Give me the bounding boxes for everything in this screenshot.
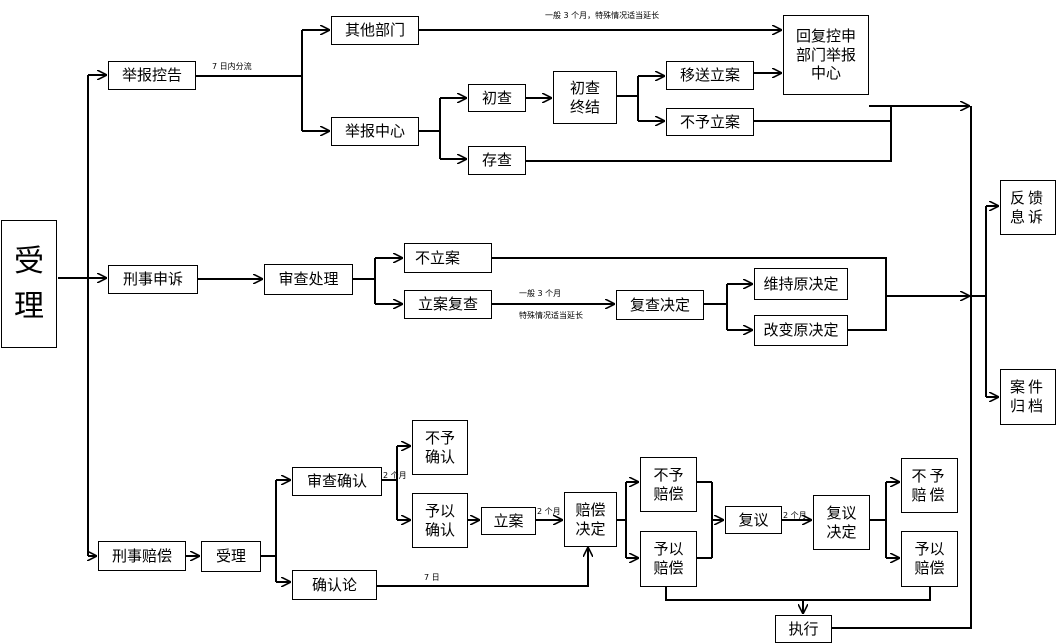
line-right-collector — [832, 106, 972, 629]
line-chuli-split — [353, 258, 376, 304]
node-zhixing: 执行 — [775, 615, 832, 643]
node-yuyi-peichang: 予以 赔偿 — [640, 531, 697, 587]
node-shencha-chuli: 审查处理 — [264, 264, 353, 295]
line-jueding-split — [704, 284, 728, 330]
line-zhongxin-split — [419, 98, 441, 159]
line-gaibian-out — [848, 296, 887, 331]
node-yuyi-peichang2: 予以 赔偿 — [901, 531, 958, 587]
node-chucha: 初查 — [468, 84, 526, 112]
node-shouli2: 受理 — [201, 541, 261, 572]
node-peichang-jueding: 赔偿 决定 — [564, 492, 617, 547]
node-yisong-lian: 移送立案 — [666, 61, 754, 90]
line-jubao-split — [196, 30, 303, 131]
line-shouli2-split — [261, 480, 277, 582]
line-trunk — [58, 75, 89, 556]
node-shouli: 受 理 — [1, 220, 57, 348]
note-three-months-mid-a: 一般 3 个月 — [519, 289, 562, 298]
node-xingshi-shensu: 刑事申诉 — [108, 265, 198, 294]
line-to-zhixing — [665, 587, 931, 601]
node-shencha-queren: 审查确认 — [292, 467, 382, 496]
note-seven-days: 7 日 — [424, 573, 440, 582]
node-fuyi: 复议 — [725, 506, 782, 534]
note-two-months-a: 2 个月 — [383, 471, 407, 480]
node-chucha-zhongjie: 初查 终结 — [553, 71, 617, 124]
node-yuyi-queren: 予以 确认 — [412, 493, 468, 548]
node-buyu-queren: 不予 确认 — [412, 420, 468, 475]
line-fuyi-split — [870, 482, 887, 558]
node-lian: 立案 — [481, 507, 536, 535]
line-bu-lian-out — [492, 257, 887, 296]
arrow-lun-to-peichang — [377, 548, 588, 587]
line-right-split — [971, 206, 987, 397]
node-qita-bumen: 其他部门 — [331, 16, 419, 45]
node-gaibian: 改变原决定 — [754, 315, 848, 346]
node-jubao-zhongxin: 举报中心 — [331, 117, 419, 146]
node-lian-fucha: 立案复查 — [404, 290, 492, 319]
node-anjian-guidang: 案件 归档 — [1000, 369, 1056, 425]
node-queren-lun: 确认论 — [292, 570, 377, 600]
note-three-months-mid-b: 特殊情况适当延长 — [519, 311, 583, 320]
node-buyu-peichang2: 不予 赔偿 — [901, 458, 958, 513]
node-fankui-xinsu: 反馈 息诉 — [1000, 180, 1056, 235]
line-zhongjie-split — [617, 76, 639, 121]
line-queren-split — [382, 446, 398, 520]
node-jubao-konggao: 举报控告 — [108, 61, 196, 90]
note-two-months-c: 2 个月 — [783, 511, 807, 520]
node-xingshi-peichang: 刑事赔偿 — [98, 541, 186, 571]
line-peichang-split — [617, 482, 627, 558]
node-buyu-peichang: 不予 赔偿 — [640, 457, 697, 512]
node-weichi: 维持原决定 — [754, 268, 848, 300]
note-seven-days-fenliu: 7 日内分流 — [212, 62, 252, 71]
note-three-months-top: 一般 3 个月，特殊情况适当延长 — [545, 11, 660, 20]
node-huifu: 回复控申 部门举报 中心 — [783, 15, 869, 95]
line-peichang-merge — [697, 481, 713, 559]
node-fuyi-jueding: 复议 决定 — [813, 495, 870, 550]
node-fucha-jueding: 复查决定 — [616, 290, 704, 320]
node-buyu-lian: 不予立案 — [666, 108, 754, 136]
node-cuncha: 存查 — [468, 146, 526, 175]
note-two-months-b: 2 个月 — [537, 507, 561, 516]
line-cuncha-out — [526, 106, 892, 162]
node-bu-lian: 不立案 — [404, 243, 492, 273]
